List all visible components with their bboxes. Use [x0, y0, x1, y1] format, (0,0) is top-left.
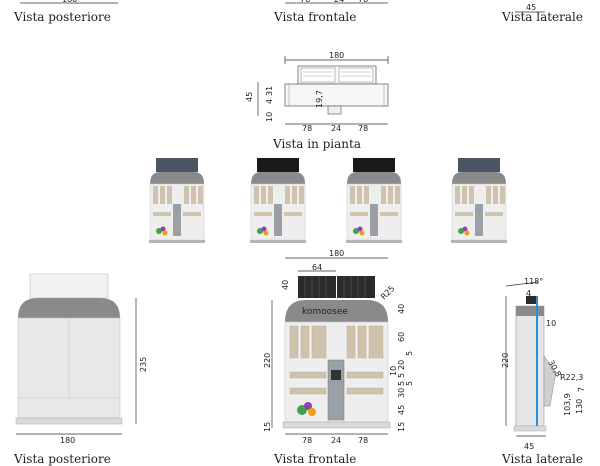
dim-side-angle: 118°: [524, 277, 543, 286]
dim-plan-h-31: 31: [265, 86, 274, 96]
small-kiosk-solar-panel: [353, 158, 395, 172]
dim-plan-h-19-7: 19,7: [315, 90, 324, 108]
small-kiosk-plinth: [250, 240, 306, 243]
small-kiosk-terminal: [475, 204, 483, 236]
dim-front-total-width: 180: [329, 249, 344, 258]
front-kiosk-terminal: [327, 359, 345, 421]
front-brand-logo: komoosee: [302, 307, 348, 317]
dim-side-10: 10: [546, 319, 556, 328]
dim-side-7: 7: [577, 387, 586, 392]
side-terminal: [543, 355, 557, 407]
dim-side-130: 130: [575, 399, 584, 414]
dim-plan-width: 180: [329, 51, 344, 60]
front-view: 180 64 40 R25 komoosee: [263, 249, 414, 445]
front-cabinet-top: [285, 300, 388, 322]
dim-front-bottom-b: 24: [331, 436, 341, 445]
back-cabinet-top: [18, 298, 120, 318]
dim-front-5a: 5: [405, 351, 414, 356]
small-kiosk-solar-panel: [257, 158, 299, 172]
dim-plan-h-10: 10: [265, 112, 274, 122]
plan-cabinet-outline: [284, 83, 389, 107]
small-kiosk-plinth: [346, 240, 402, 243]
small-kiosk-top: [452, 172, 506, 184]
dim-top-front-a: 78: [300, 0, 310, 4]
small-kiosk-solar-panel: [458, 158, 500, 172]
small-kiosk-renders: [149, 158, 507, 243]
small-kiosk-top: [251, 172, 305, 184]
label-top-front-view: Vista frontale: [274, 10, 357, 24]
side-solar-panel: [526, 296, 538, 304]
small-kiosk-logo: [458, 228, 464, 234]
front-solar-panel-left: [298, 276, 336, 298]
dim-side-depth: 45: [524, 442, 534, 451]
small-kiosk-terminal: [274, 204, 282, 236]
dim-front-15-left: 15: [263, 422, 272, 432]
dim-side-height: 220: [501, 353, 510, 368]
plan-view: 180 45 10 4 31 19,7 78 24 78: [245, 51, 389, 133]
dim-back-height: 235: [139, 357, 148, 372]
dim-front-15-right: 15: [397, 422, 406, 432]
dim-front-radius: R25: [379, 284, 397, 302]
plan-kiosk-protrusion: [327, 105, 342, 115]
front-plinth: [282, 421, 391, 429]
small-kiosk-top: [150, 172, 204, 184]
dim-back-width: 180: [60, 436, 75, 445]
front-shelving: [289, 325, 384, 395]
small-kiosk-plinth: [451, 240, 507, 243]
side-view: 118° 4 10 220 30,8 R22,3 7 103,9 130 45: [501, 277, 586, 451]
dim-top-side-depth: 45: [526, 3, 536, 12]
small-kiosk-logo: [353, 228, 359, 234]
dim-top-back-width: 180: [62, 0, 77, 4]
dim-front-5d: 5: [405, 381, 414, 386]
label-top-back-view: Vista posteriore: [14, 10, 111, 24]
dim-plan-h-4: 4: [265, 99, 274, 104]
side-cabinet-body: [515, 305, 545, 427]
dim-plan-h-45: 45: [245, 92, 254, 102]
dim-front-top-40: 40: [281, 280, 290, 290]
dim-side-4: 4: [526, 289, 531, 298]
dim-front-height: 220: [263, 353, 272, 368]
dim-front-60: 60: [397, 332, 406, 342]
dim-plan-c: 78: [358, 124, 368, 133]
back-view: 235 180: [15, 273, 148, 445]
dim-front-5c: 5: [397, 381, 406, 386]
dim-front-5b: 5: [397, 373, 406, 378]
back-plinth: [15, 417, 123, 425]
dim-top-front-b: 24: [334, 0, 344, 4]
dim-front-30: 30: [397, 388, 406, 398]
dim-top-front-c: 78: [358, 0, 368, 4]
dim-front-panel: 64: [312, 263, 322, 272]
label-top-side-view: Vista laterale: [502, 10, 583, 24]
dim-front-45: 45: [397, 405, 406, 415]
top-dimension-fragments: 180 78 24 78 45: [20, 0, 545, 13]
dim-front-20: 20: [397, 360, 406, 370]
label-plan-view: Vista in pianta: [273, 137, 362, 151]
side-plinth: [513, 425, 547, 432]
dim-plan-b: 24: [331, 124, 341, 133]
small-kiosk-terminal: [370, 204, 378, 236]
dim-plan-a: 78: [302, 124, 312, 133]
dim-side-103-9: 103,9: [563, 393, 572, 416]
dim-front-bottom-a: 78: [302, 436, 312, 445]
small-kiosk-logo: [156, 228, 162, 234]
small-kiosk-solar-panel: [156, 158, 198, 172]
dim-front-10: 10: [389, 366, 398, 376]
small-kiosk-top: [347, 172, 401, 184]
dim-side-r22-3: R22,3: [560, 373, 583, 382]
front-solar-panel-right: [337, 276, 375, 298]
small-kiosk-plinth: [149, 240, 205, 243]
dim-front-right-40: 40: [397, 304, 406, 314]
dim-front-bottom-c: 78: [358, 436, 368, 445]
back-solar-frame: [29, 273, 109, 299]
small-kiosk-terminal: [173, 204, 181, 236]
small-kiosk-logo: [257, 228, 263, 234]
